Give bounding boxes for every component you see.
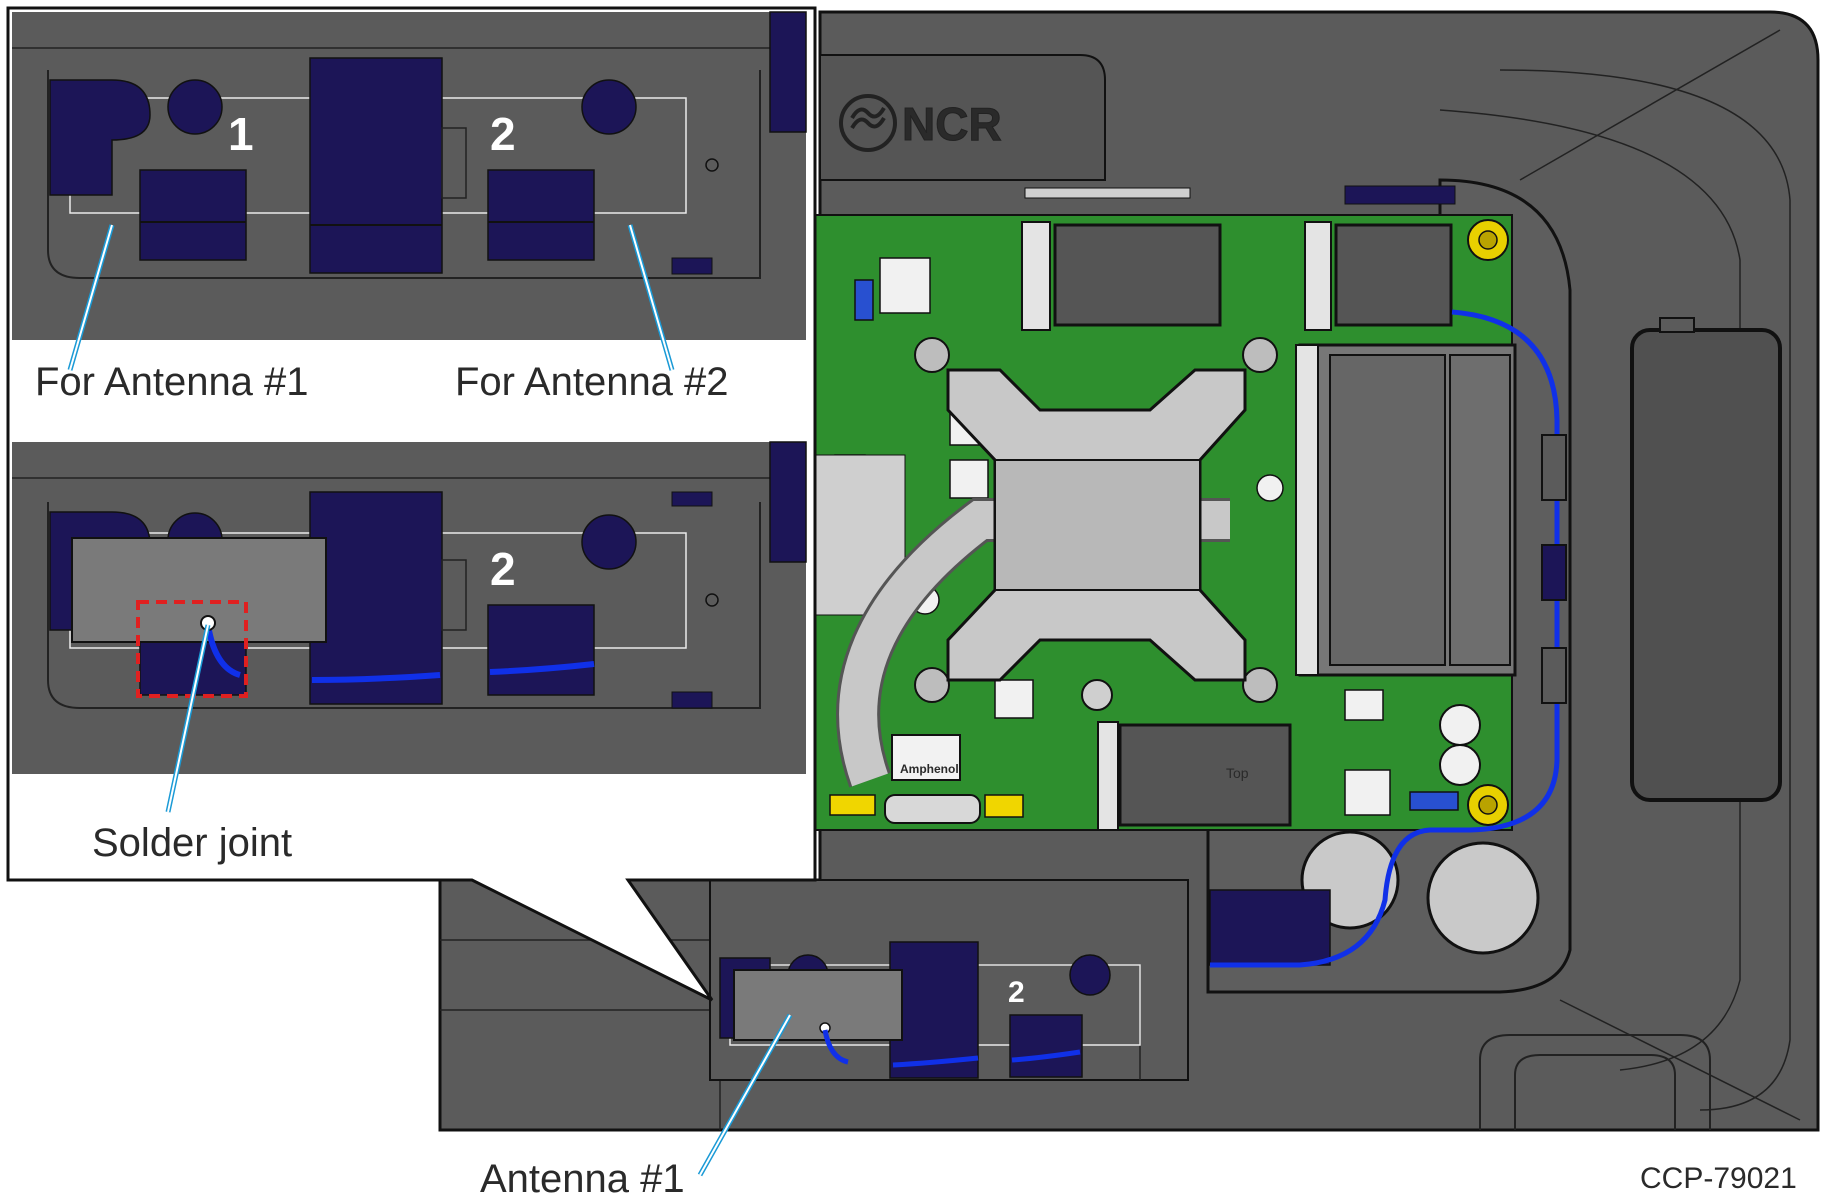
side-pocket <box>1630 328 1782 802</box>
slot-1-number: 1 <box>228 108 254 160</box>
chip-top-left <box>1053 223 1222 327</box>
ssd-module <box>1118 723 1292 827</box>
leader-antenna-1 <box>697 1013 793 1177</box>
zoom-top: 1 2 <box>12 11 807 340</box>
label-solder-joint: Solder joint <box>92 821 292 865</box>
ssd-label: Top <box>1226 765 1249 781</box>
antenna-bay-main: 2 <box>709 879 1189 1081</box>
slot-2-number: 2 <box>490 108 516 160</box>
bottom-slot-2-number: 2 <box>490 543 516 595</box>
antenna-cable <box>1210 309 1560 968</box>
chip-top-right <box>1334 223 1453 327</box>
zoom-bottom: 2 <box>12 441 807 774</box>
main-slot-2-number: 2 <box>1008 976 1025 1009</box>
leader-antenna-1-slot <box>67 224 115 371</box>
label-antenna-1: Antenna #1 <box>480 1157 685 1200</box>
antenna-1-pad <box>733 969 903 1041</box>
mainboard: Top Amphenol <box>811 185 1517 831</box>
label-for-antenna-2: For Antenna #2 <box>455 360 729 404</box>
leader-antenna-2-slot <box>627 224 675 371</box>
label-for-antenna-1: For Antenna #1 <box>35 360 309 404</box>
amphenol-connector <box>891 734 961 781</box>
ncr-logo: NCR <box>839 94 1002 152</box>
amphenol-label: Amphenol <box>900 762 959 776</box>
speaker-right <box>1426 841 1540 955</box>
leader-solder-joint <box>165 624 211 813</box>
antenna-1-pad-zoom <box>71 537 327 643</box>
figure-id: CCP-79021 <box>1640 1162 1797 1195</box>
ncr-logo-text: NCR <box>902 98 1002 150</box>
callout-panel: 1 2 For Antenna #1 For Antenna #2 <box>6 6 817 1002</box>
